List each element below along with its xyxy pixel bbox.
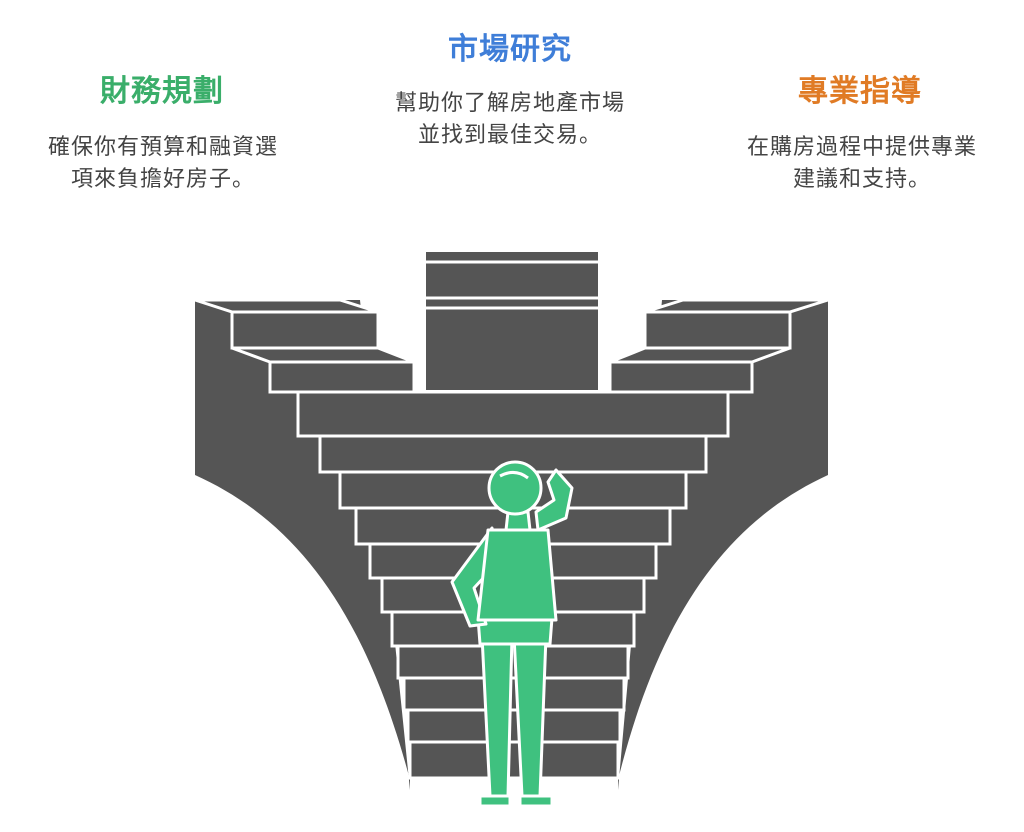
market-research-desc-line1: 幫助你了解房地產市場 [394, 91, 625, 116]
stair-step [408, 740, 620, 780]
stair-step [402, 676, 626, 712]
person-hips [476, 616, 554, 646]
financial-planning-desc-line1: 確保你有預算和融資選 [47, 135, 278, 160]
person-figure [450, 460, 574, 808]
stair-step [406, 708, 622, 744]
person-right-arm [534, 468, 574, 532]
financial-planning-title: 財務規劃 [100, 74, 224, 109]
person-head [487, 460, 543, 516]
professional-guidance-desc-line1: 在購房過程中提供專業 [746, 135, 977, 160]
tower-stripes [426, 260, 598, 310]
market-research-desc-line2: 並找到最佳交易。 [417, 123, 602, 148]
market-research-title: 市場研究 [448, 32, 572, 67]
financial-planning-description: 確保你有預算和融資選 項來負擔好房子。 [18, 132, 308, 196]
person-right-foot [518, 794, 554, 808]
professional-guidance-desc-line2: 建議和支持。 [792, 167, 931, 192]
professional-guidance-description: 在購房過程中提供專業 建議和支持。 [712, 132, 1012, 196]
person-hair-detail [499, 471, 529, 480]
person-torso [476, 528, 558, 622]
person-left-foot [478, 794, 512, 808]
professional-guidance-title: 專業指導 [798, 74, 922, 109]
central-tower [426, 252, 598, 390]
stair-step [296, 390, 730, 438]
financial-planning-desc-line2: 項來負擔好房子。 [70, 167, 255, 192]
market-research-description: 幫助你了解房地產市場 並找到最佳交易。 [360, 88, 660, 152]
